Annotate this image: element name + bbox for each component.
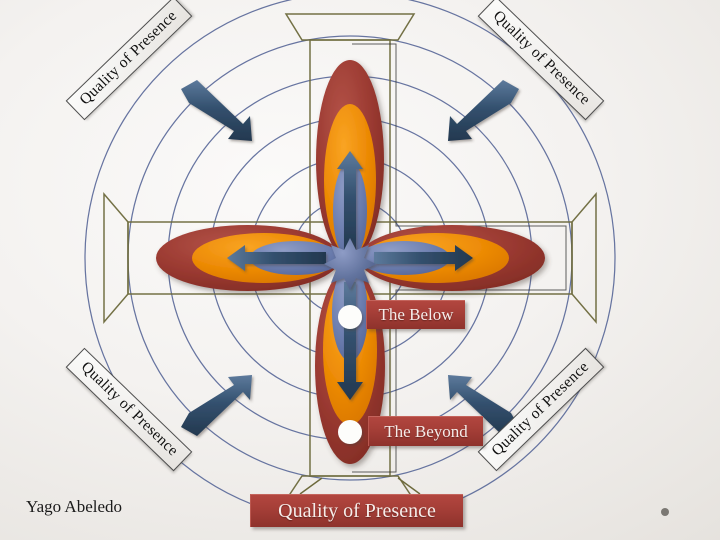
arm-left-arrow — [227, 245, 326, 271]
marker-the-below — [338, 305, 362, 329]
the-beyond-label: The Beyond — [368, 416, 483, 446]
marker-the-beyond — [338, 420, 362, 444]
corner-dot — [661, 508, 669, 516]
arrow-top-left-inward — [181, 80, 252, 141]
arm-down-arrow — [337, 282, 363, 400]
the-below-label: The Below — [366, 300, 465, 329]
frame-cap-right — [571, 191, 597, 325]
quality-of-presence-banner-bottom: Quality of Presence — [250, 494, 463, 527]
frame-cap-left — [103, 191, 129, 325]
arrow-top-right-inward — [448, 80, 519, 141]
author-name: Yago Abeledo — [26, 497, 123, 516]
arrow-bottom-right-inward — [448, 375, 519, 436]
frame-cap-top — [284, 13, 416, 41]
arrow-bottom-left-inward — [181, 375, 252, 436]
arm-up-arrow — [337, 151, 363, 252]
arm-right-arrow — [374, 245, 473, 271]
banner-connectors — [299, 477, 421, 495]
diagonal-arrows — [181, 80, 519, 436]
center-star-icon — [324, 238, 376, 290]
